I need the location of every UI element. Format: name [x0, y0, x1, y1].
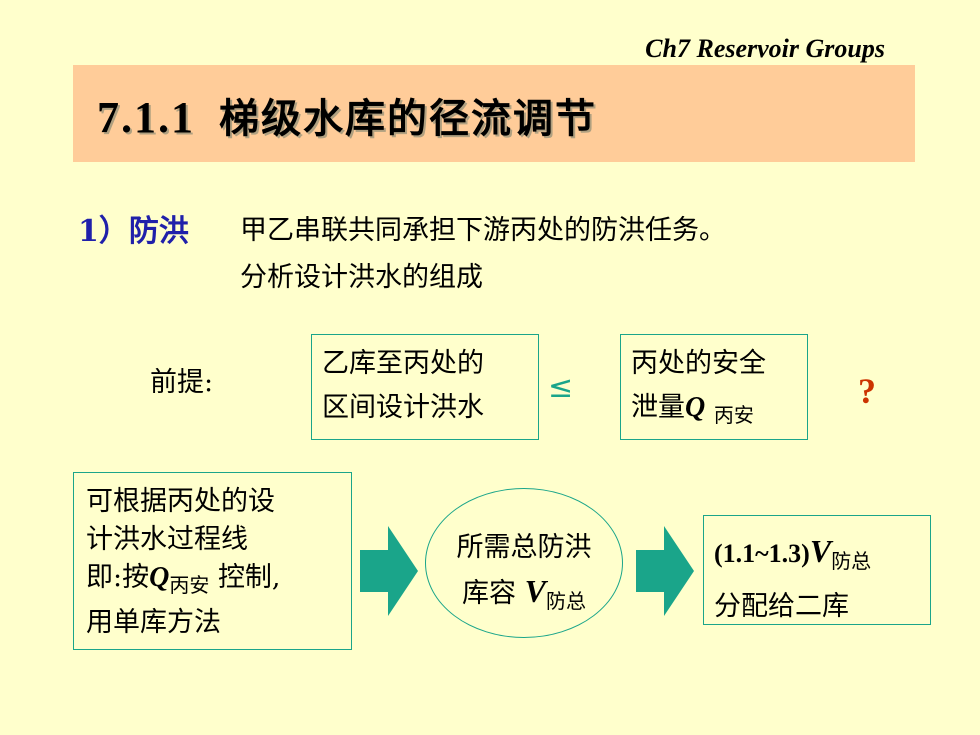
title-bar: [73, 65, 915, 162]
arrow-right-icon: [360, 526, 418, 616]
arrow-right-icon: [636, 526, 694, 616]
allocation-line-2: 分配给二库: [714, 591, 849, 622]
q-symbol: Q: [149, 562, 170, 593]
interval-flood-line-2: 区间设计洪水: [322, 392, 484, 423]
page-title: 7.1.1 梯级水库的径流调节: [97, 86, 597, 144]
method-box: 可根据丙处的设 计洪水过程线 即:按Q丙安 控制, 用单库方法: [73, 472, 352, 650]
section-line-1: 甲乙串联共同承担下游丙处的防洪任务。: [240, 215, 726, 246]
v-symbol: V: [809, 533, 832, 569]
allocation-coefficient: (1.1~1.3): [714, 539, 810, 568]
chapter-label: Ch7 Reservoir Groups: [645, 34, 885, 63]
interval-flood-line-1: 乙库至丙处的: [322, 348, 484, 379]
q-subscript: 丙安: [713, 403, 754, 427]
method-line-4: 用单库方法: [86, 607, 221, 638]
method-line-3: 即:按Q丙安 控制,: [86, 559, 351, 604]
total-storage-ellipse: 所需总防洪 库容 V防总: [425, 488, 623, 638]
v-symbol: V: [524, 573, 546, 609]
total-storage-line-1: 所需总防洪: [456, 532, 592, 563]
total-storage-line-2: 库容 V防总: [426, 571, 622, 614]
interval-flood-box: 乙库至丙处的 区间设计洪水: [311, 334, 539, 440]
question-mark: ?: [858, 371, 876, 411]
method-line-3-prefix: 即:按: [86, 562, 150, 593]
q-subscript: 丙安: [169, 573, 210, 597]
title-text: 梯级水库的径流调节: [219, 95, 597, 142]
less-equal-sign: ≤: [548, 370, 574, 405]
v-subscript: 防总: [545, 589, 586, 613]
safe-discharge-line-1: 丙处的安全: [631, 348, 766, 379]
section-heading: 1）防洪: [78, 214, 189, 249]
allocation-line-1: (1.1~1.3)V防总: [714, 528, 930, 584]
q-symbol: Q: [685, 392, 706, 423]
total-storage-prefix: 库容: [462, 578, 517, 609]
allocation-box: (1.1~1.3)V防总 分配给二库: [703, 515, 931, 625]
v-subscript: 防总: [831, 549, 872, 573]
method-line-3-suffix: 控制,: [217, 562, 281, 593]
section-line-2: 分析设计洪水的组成: [240, 262, 483, 293]
title-number: 7.1.1: [97, 93, 195, 142]
method-line-2: 计洪水过程线: [86, 524, 248, 555]
safe-discharge-prefix: 泄量: [631, 392, 685, 423]
safe-discharge-box: 丙处的安全 泄量Q 丙安: [620, 334, 808, 440]
method-line-1: 可根据丙处的设: [86, 486, 275, 517]
safe-discharge-line-2: 泄量Q 丙安: [631, 386, 807, 437]
premise-label: 前提:: [150, 367, 214, 398]
